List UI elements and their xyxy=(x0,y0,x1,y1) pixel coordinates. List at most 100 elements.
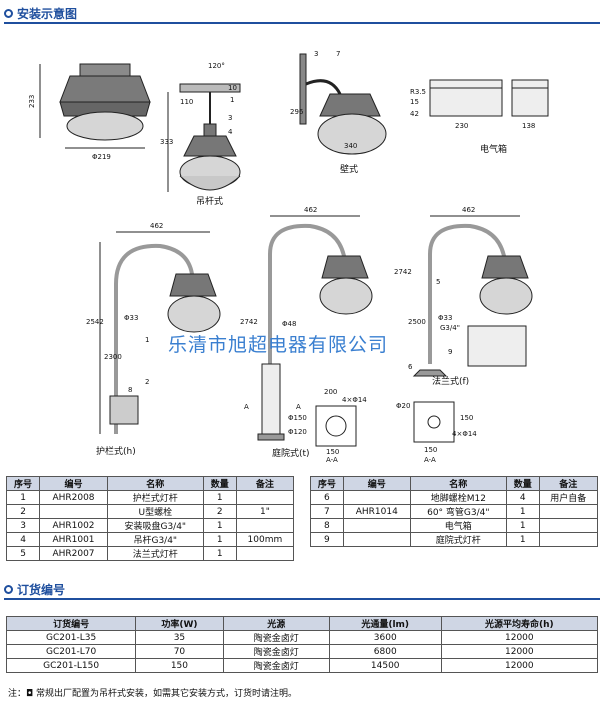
col-name: 名称 xyxy=(106,476,204,491)
table-cell: 4 xyxy=(5,532,41,547)
table-cell: U型螺栓 xyxy=(106,504,204,519)
flange-pole-label: 2500 xyxy=(408,318,426,326)
top-view-height-label: 233 xyxy=(28,95,36,108)
table-cell: AHR2008 xyxy=(39,490,108,505)
garden-base-dia-150: Φ150 xyxy=(288,414,307,422)
table-cell: AHR1002 xyxy=(39,518,108,533)
circle-bullet-icon xyxy=(4,584,13,594)
table-cell: 吊杆G3/4" xyxy=(106,532,204,547)
table-cell: 地脚螺栓M12 xyxy=(409,490,507,505)
lamp-rail-mount xyxy=(99,231,221,434)
garden-section-a-right: A xyxy=(296,403,301,411)
flange-callout-9: 9 xyxy=(448,348,452,356)
table-cell: 3 xyxy=(5,518,41,533)
col-order-code: 订货编号 xyxy=(5,616,137,631)
table-cell xyxy=(342,518,411,533)
table-cell: 150 xyxy=(135,658,224,673)
pendant-dim-10: 10 xyxy=(228,84,237,92)
garden-section-label: A-A xyxy=(326,456,338,464)
flange-section-label: A-A xyxy=(424,456,436,464)
flange-plate-150-v: 150 xyxy=(460,414,473,422)
lamp-flange xyxy=(412,215,533,443)
wall-caption: 壁式 xyxy=(340,163,358,175)
table-cell: 6800 xyxy=(328,644,442,659)
table-cell: AHR1001 xyxy=(39,532,108,547)
table-cell: 3600 xyxy=(328,630,442,645)
wall-height-label: 296 xyxy=(290,108,304,116)
pendant-callout-3: 3 xyxy=(228,114,232,122)
flange-thread-label: G3/4" xyxy=(440,324,460,332)
box-depth-label: 138 xyxy=(522,122,535,130)
table-cell: 护栏式灯杆 xyxy=(106,490,204,505)
table-cell: 2 xyxy=(202,504,237,519)
col-index: 序号 xyxy=(5,476,41,491)
rail-reach-label: 462 xyxy=(150,222,163,230)
table-cell: 1 xyxy=(202,546,237,561)
table-cell xyxy=(235,490,295,505)
garden-section-a-left: A xyxy=(244,403,249,411)
lamp-pendant xyxy=(167,83,241,192)
pendant-height-label: 333 xyxy=(160,138,173,146)
table-cell: GC201-L70 xyxy=(5,644,137,659)
garden-pipe-label: Φ48 xyxy=(282,320,296,328)
table-cell: 1 xyxy=(202,490,237,505)
table-cell: 7 xyxy=(310,504,344,519)
pendant-caption: 吊杆式 xyxy=(196,195,223,207)
table-cell: 1" xyxy=(235,504,295,519)
col-light-source: 光源 xyxy=(222,616,330,631)
table-cell: 12000 xyxy=(440,644,599,659)
box-radius-label: R3.5 xyxy=(410,88,426,96)
section-divider xyxy=(4,598,600,600)
lamp-garden xyxy=(257,215,373,447)
col-name: 名称 xyxy=(409,476,507,491)
col-code: 编号 xyxy=(39,476,108,491)
company-watermark: 乐清市旭超电器有限公司 xyxy=(168,334,389,356)
flange-pipe-label: Φ33 xyxy=(438,314,452,322)
table-cell: 1 xyxy=(505,504,540,519)
table-header-row: 订货编号 功率(W) 光源 光通量(lm) 光源平均寿命(h) xyxy=(5,616,599,631)
order-note: 注：◘ 常规出厂配置为吊杆式安装，如需其它安装方式，订货时请注明。 xyxy=(8,689,297,699)
table-cell: 14500 xyxy=(328,658,442,673)
lamp-wall xyxy=(299,53,387,155)
pendant-angle-label: 120° xyxy=(208,62,225,70)
table-header-row: 序号 编号 名称 数量 备注 xyxy=(5,476,295,491)
table-cell xyxy=(39,504,108,519)
table-header-row: 序号 编号 名称 数量 备注 xyxy=(310,476,599,491)
order-section-header: 订货编号 xyxy=(4,580,65,598)
table-cell: 电气箱 xyxy=(409,518,507,533)
col-qty: 数量 xyxy=(202,476,237,491)
table-cell xyxy=(235,546,295,561)
pendant-callout-1: 1 xyxy=(230,96,234,104)
table-cell: 陶瓷金卤灯 xyxy=(222,630,330,645)
table-cell: 60° 弯管G3/4" xyxy=(409,504,507,519)
table-cell: 庭院式灯杆 xyxy=(409,532,507,547)
table-cell: 5 xyxy=(5,546,41,561)
table-cell xyxy=(342,532,411,547)
table-cell: 1 xyxy=(505,518,540,533)
table-cell: 4 xyxy=(505,490,540,505)
garden-plate-200: 200 xyxy=(324,388,337,396)
col-code: 编号 xyxy=(342,476,411,491)
table-cell xyxy=(538,518,599,533)
garden-caption: 庭院式(t) xyxy=(272,447,310,459)
flange-caption: 法兰式(f) xyxy=(432,375,469,387)
flange-callout-5: 5 xyxy=(436,278,440,286)
table-cell: 12000 xyxy=(440,630,599,645)
rail-height-label: 2542 xyxy=(86,318,104,326)
table-cell xyxy=(235,518,295,533)
table-cell xyxy=(342,490,411,505)
table-cell: GC201-L150 xyxy=(5,658,137,673)
box-dim-42: 42 xyxy=(410,110,419,118)
table-cell: 2 xyxy=(5,504,41,519)
pendant-callout-4: 4 xyxy=(228,128,233,136)
